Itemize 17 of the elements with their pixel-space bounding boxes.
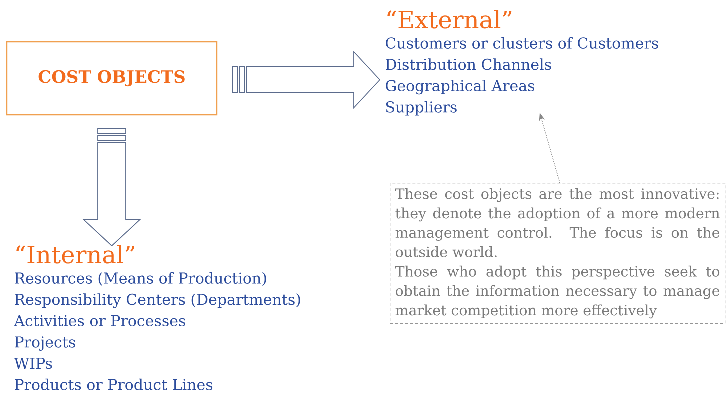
list-item: Customers or clusters of Customers	[386, 37, 658, 49]
box-label: COST OBJECTS	[38, 70, 185, 87]
list-item: Products or Product Lines	[15, 378, 213, 390]
block-arrow	[232, 50, 381, 110]
heading: “Internal”	[16, 245, 134, 264]
list-item: Activities or Processes	[14, 315, 186, 327]
list-item: Geographical Areas	[386, 80, 535, 95]
note-box: These cost objects are the most innovative: they denote the adoption of a more modern management control. The focus is on the outside world. Those who adopt this perspective seek to obtain the information necessary to manage market competition more effectively	[390, 183, 726, 324]
list-item: Distribution Channels	[386, 58, 552, 70]
list-item: Responsibility Centers (Departments)	[15, 294, 300, 308]
block-arrow	[82, 128, 142, 247]
heading: “External”	[388, 10, 512, 29]
process-box	[6, 41, 218, 116]
list-item: Suppliers	[386, 101, 457, 116]
list-item: Resources (Means of Production)	[15, 272, 266, 286]
list-item: WIPs	[14, 358, 52, 370]
list-item: Projects	[15, 336, 76, 351]
